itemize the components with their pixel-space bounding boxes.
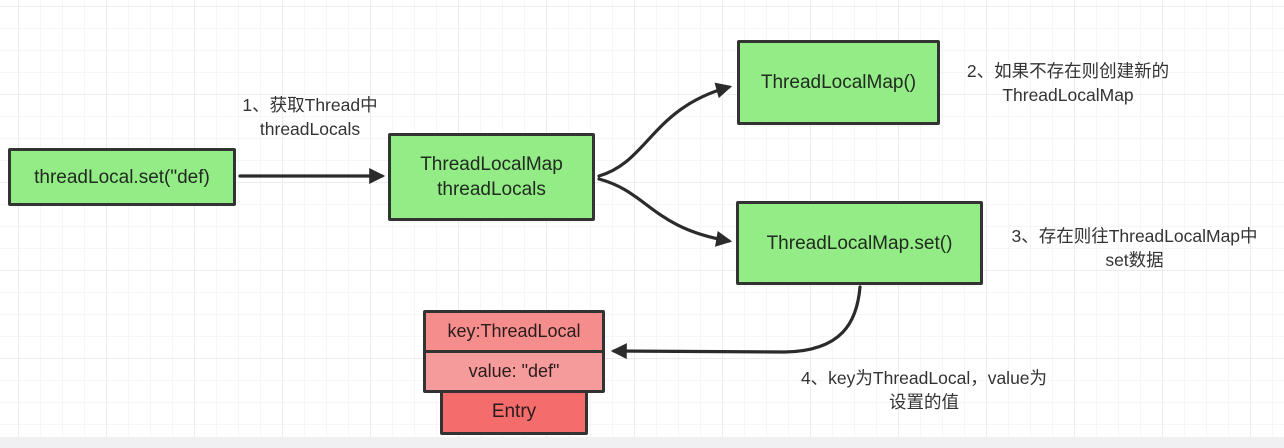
entry-key-value-box: key:ThreadLocal value: "def" (423, 310, 605, 393)
arrow-mapset-to-entry-icon (610, 285, 862, 360)
annotation-step2: 2、如果不存在则创建新的 ThreadLocalMap (948, 59, 1188, 107)
node-threadlocal-set-label: threadLocal.set("def) (34, 166, 210, 188)
entry-key-label: key:ThreadLocal (447, 321, 581, 341)
node-threadlocalmap-set: ThreadLocalMap.set() (736, 201, 983, 285)
entry-key-row: key:ThreadLocal (426, 313, 602, 353)
entry-base-label: Entry (491, 400, 537, 422)
node-threadlocalmap-field-line1: ThreadLocalMap (420, 154, 563, 175)
annotation-step1-line2: threadLocals (259, 119, 361, 139)
arrow-mapfield-to-mapset-icon (597, 177, 733, 247)
annotation-step4-line1: 4、key为ThreadLocal，value为 (800, 368, 1048, 388)
annotation-step1: 1、获取Thread中 threadLocals (218, 93, 402, 141)
node-threadlocalmap-set-label: ThreadLocalMap.set() (766, 232, 953, 254)
entry-value-label: value: "def" (468, 361, 560, 381)
node-threadlocalmap-constructor: ThreadLocalMap() (737, 40, 940, 125)
node-threadlocalmap-field: ThreadLocalMap threadLocals (388, 133, 595, 221)
annotation-step2-line1: 2、如果不存在则创建新的 (966, 61, 1170, 81)
annotation-step2-line2: ThreadLocalMap (1002, 85, 1134, 105)
annotation-step1-line1: 1、获取Thread中 (242, 95, 378, 115)
annotation-step3-line1: 3、存在则往ThreadLocalMap中 (1011, 226, 1258, 246)
entry-base-box: Entry (440, 388, 588, 435)
annotation-step4: 4、key为ThreadLocal，value为 设置的值 (768, 366, 1080, 414)
entry-value-row: value: "def" (426, 353, 602, 390)
node-threadlocalmap-field-line2: threadLocals (437, 179, 546, 200)
bottom-edge-strip (0, 437, 1284, 448)
annotation-step3-line2: set数据 (1105, 250, 1164, 270)
annotation-step3: 3、存在则往ThreadLocalMap中 set数据 (985, 224, 1284, 272)
arrow-mapfield-to-constructor-icon (597, 82, 733, 178)
node-threadlocal-set: threadLocal.set("def) (8, 148, 236, 206)
node-threadlocalmap-constructor-label: ThreadLocalMap() (760, 72, 917, 93)
annotation-step4-line2: 设置的值 (889, 392, 959, 412)
